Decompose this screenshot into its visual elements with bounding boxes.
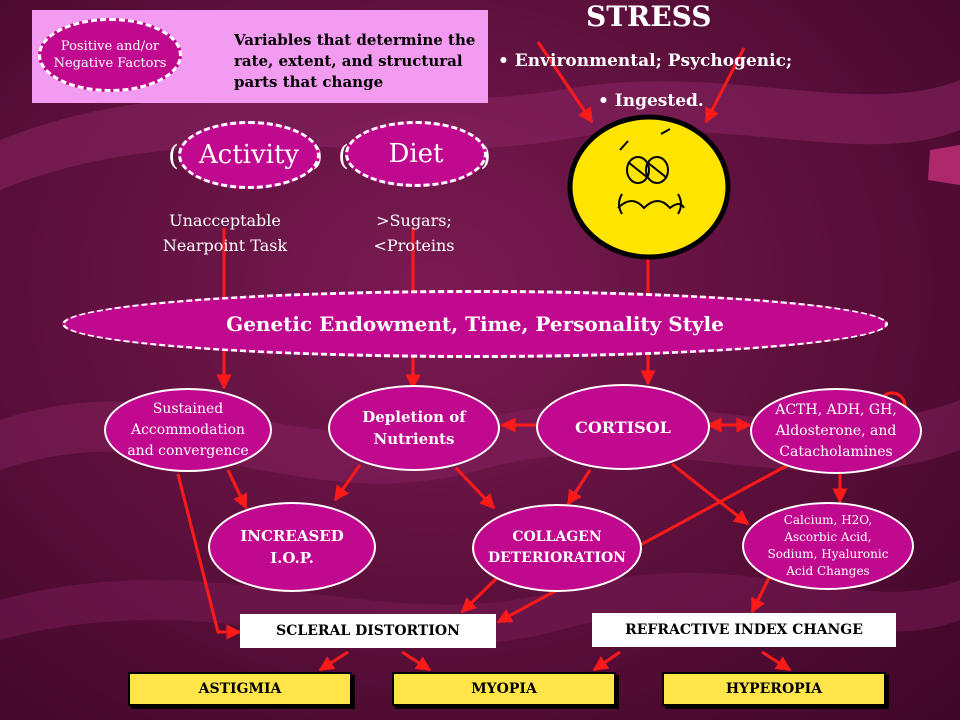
arrow-nutrients-collagen <box>454 466 496 510</box>
diet-left-bracket: ( <box>338 139 349 172</box>
activity-note: Unacceptable Nearpoint Task <box>162 211 288 255</box>
legend-oval: Positive and/or Negative Factors <box>38 18 182 92</box>
arrow-accommodation-iop <box>226 469 248 510</box>
arrow-scleral-astigmia <box>318 650 349 672</box>
stress-types-line2: • Ingested. <box>598 91 704 111</box>
activity-left-bracket: ( <box>168 139 179 172</box>
legend-description: Variables that determine the rate, exten… <box>234 31 476 91</box>
accommodation-oval: Sustained Accommodation and convergence <box>104 388 272 472</box>
myopia-box: MYOPIA <box>392 672 616 706</box>
arrow-scleral-myopia <box>401 650 432 672</box>
refractive-index-box: REFRACTIVE INDEX CHANGE <box>592 613 896 647</box>
stress-types-line1: • Environmental; Psychogenic; <box>498 51 793 71</box>
collagen-oval: COLLAGEN DETERIORATION <box>472 504 642 592</box>
nutrients-oval: Depletion of Nutrients <box>328 385 500 471</box>
scleral-distortion-box: SCLERAL DISTORTION <box>240 614 496 648</box>
hormones-oval: ACTH, ADH, GH, Aldosterone, and Catachol… <box>750 388 922 474</box>
hyperopia-box: HYPEROPIA <box>662 672 886 706</box>
arrow-cortisol-chemistry <box>671 462 750 526</box>
angry-face-icon <box>567 114 731 260</box>
arrow-nutrients-iop <box>333 464 362 502</box>
modifier-oval: Genetic Endowment, Time, Personality Sty… <box>62 290 888 358</box>
stress-title: STRESS <box>586 0 712 33</box>
legend-box: Positive and/or Negative Factors Variabl… <box>32 10 488 103</box>
activity-oval: Activity <box>178 121 320 189</box>
arrow-stress-right <box>704 47 746 124</box>
diet-oval: Diet <box>345 121 487 187</box>
chemistry-oval: Calcium, H2O, Ascorbic Acid, Sodium, Hya… <box>742 502 914 590</box>
iop-oval: INCREASED I.O.P. <box>208 502 376 592</box>
astigmia-box: ASTIGMIA <box>128 672 352 706</box>
arrow-chemistry-refractive <box>750 575 772 614</box>
arrow-stress-left <box>536 41 594 124</box>
arrow-cortisol-collagen <box>566 469 592 506</box>
arrow-refractive-hyperopia <box>761 650 792 672</box>
arrow-accommodation-scleral <box>176 473 242 640</box>
cortisol-oval: CORTISOL <box>536 384 710 470</box>
diet-note: >Sugars; <Proteins <box>373 211 455 255</box>
arrow-refractive-myopia <box>592 650 621 672</box>
